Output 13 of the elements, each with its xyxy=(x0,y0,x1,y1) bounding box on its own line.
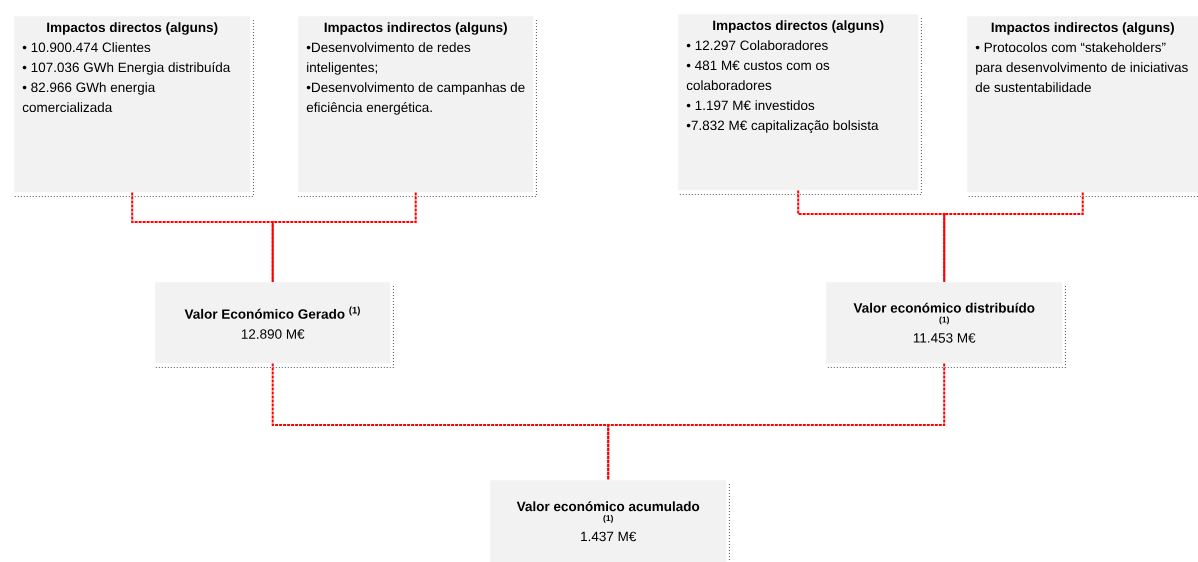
info-box: Impactos indirectos (alguns) •Desenvolvimento de redes inteligentes; •Desenvolvimento de campanhas de eficiência energética. xyxy=(297,16,537,197)
value-box: Valor económico acumulado (1) 1.437 M€ xyxy=(489,480,730,562)
value-box: Valor económico distribuído (1) 11.453 M€ xyxy=(825,282,1066,368)
info-box: Impactos directos (alguns) • 12.297 Colaboradores • 481 M€ custos com os colaboradores • 1.197 M€ investidos •7.832 M€ capitalização bolsista xyxy=(677,14,922,195)
info-box: Impactos directos (alguns) • 10.900.474 Clientes • 107.036 GWh Energia distribuída • 82.966 GWh energia comercializada xyxy=(13,16,254,197)
value-box: Valor Económico Gerado $^{(1)}$ 12.890 M€ xyxy=(154,282,394,368)
connector-line xyxy=(607,362,946,481)
connector-line xyxy=(943,191,1084,283)
connector-line xyxy=(271,191,417,283)
connector-line xyxy=(797,189,946,283)
connector-line xyxy=(271,362,610,481)
info-box: Impactos indirectos (alguns) • Protocolos com “stakeholders” para desenvolvimento de iniciativas de sustentabilidade xyxy=(966,16,1198,197)
connector-line xyxy=(131,191,274,283)
